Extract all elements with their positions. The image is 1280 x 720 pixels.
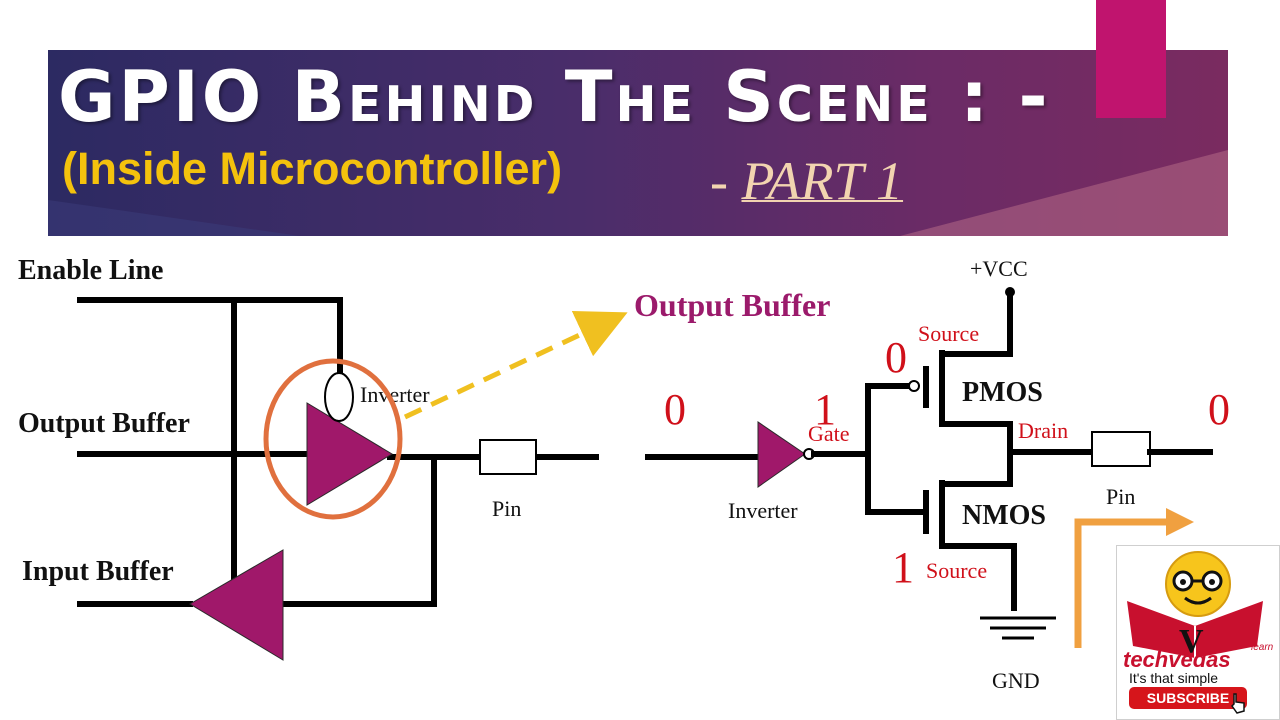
source-top-label: Source	[918, 321, 979, 346]
pin-box-right	[1091, 431, 1151, 467]
callout-arrow	[403, 311, 628, 420]
smile-mouth	[1184, 596, 1212, 605]
part-label-group: - PART 1	[710, 150, 903, 212]
input-buffer-triangle	[189, 549, 284, 661]
output-value: 0	[1208, 385, 1230, 434]
gate-label: Gate	[808, 421, 850, 446]
output-buffer-label: Output Buffer	[18, 408, 190, 439]
logo-brand-name: techvedas	[1123, 647, 1231, 672]
left-circuit: Enable Line Output Buffer Input Buffer I…	[18, 255, 628, 661]
pin-box-left	[479, 439, 537, 475]
output-buffer-triangle	[306, 402, 393, 506]
logo-graphic: V	[1127, 551, 1263, 660]
logo-big-letter: V	[1179, 623, 1204, 660]
feedback-wire	[280, 454, 437, 607]
nmos-label: NMOS	[962, 500, 1046, 531]
output-flow-arrow	[1074, 518, 1170, 648]
hand-cursor-icon	[1231, 693, 1245, 714]
pin-label-left: Pin	[492, 496, 521, 521]
vcc-label: +VCC	[970, 256, 1028, 281]
source-bottom-label: Source	[926, 558, 987, 583]
page-subtitle: (Inside Microcontroller)	[62, 143, 563, 194]
drain-label: Drain	[1018, 418, 1068, 443]
channel-logo[interactable]: V techvedas learn It's that simple SUBSC…	[1116, 545, 1280, 720]
pmos-label: PMOS	[962, 377, 1043, 408]
nmos-source-wire	[939, 543, 1017, 611]
pmos-gate-bubble	[908, 380, 920, 392]
smiley-face-icon	[1165, 551, 1231, 617]
enable-line-label: Enable Line	[18, 255, 163, 286]
right-circuit: +VCC Source 0 0 1 Gate PMOS Drain 0 Inve…	[645, 256, 1230, 693]
source-top-value: 0	[885, 333, 907, 382]
gate-value: 1	[814, 385, 836, 434]
vcc-node	[1005, 287, 1015, 297]
inverter-triangle	[757, 421, 806, 488]
page-title: GPIO Behind The Scene : -	[58, 56, 1051, 138]
right-eye	[1209, 579, 1215, 585]
input-value: 0	[664, 385, 686, 434]
drain-connection-wire	[939, 421, 1013, 487]
enable-line-wire	[77, 297, 343, 375]
left-eye	[1180, 579, 1186, 585]
part-label: PART 1	[741, 151, 904, 211]
pin-label-right: Pin	[1106, 484, 1135, 509]
logo-sub-brand: learn	[1251, 642, 1274, 653]
logo-tagline: It's that simple	[1129, 670, 1219, 686]
accent-bar	[1096, 0, 1166, 118]
vcc-wire	[939, 289, 1013, 357]
enable-bubble	[324, 372, 354, 422]
gnd-label: GND	[992, 668, 1040, 693]
callout-output-buffer-label: Output Buffer	[634, 287, 830, 323]
part-dash: -	[710, 151, 742, 211]
output-flow-arrowhead	[1166, 508, 1194, 536]
subscribe-button[interactable]: SUBSCRIBE	[1129, 687, 1247, 709]
input-buffer-label: Input Buffer	[22, 556, 174, 587]
source-bottom-value: 1	[892, 543, 914, 592]
highlight-circle	[263, 358, 403, 520]
inverter-label-right: Inverter	[728, 498, 798, 523]
